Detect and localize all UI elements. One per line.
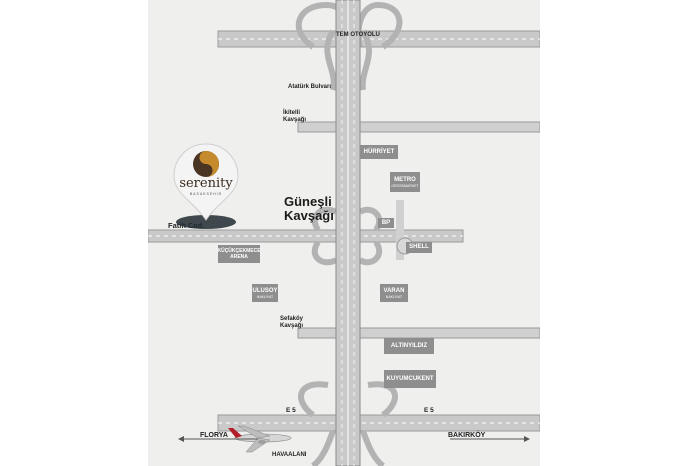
ikitelli-road: [297, 121, 540, 133]
e5-interchange: [298, 381, 398, 466]
sefakoy-label: Sefaköy Kavşağı: [280, 316, 304, 329]
map-background: TEM OTOYOLU Atatürk Bulvarı İkitelli Kav…: [148, 0, 540, 466]
serenity-logo-sub: BASAKSEHIR: [189, 192, 223, 196]
airplane-icon: [228, 425, 292, 453]
e5-right-label: E 5: [424, 407, 434, 414]
altinyildiz-box: ALTINYILDIZ: [384, 338, 434, 354]
serenity-logo-text: serenity: [179, 176, 233, 191]
ataturk-label: Atatürk Bulvarı: [288, 84, 332, 90]
location-pin-icon: [173, 143, 239, 229]
bakirkoy-label: BAKIRKÖY: [448, 432, 486, 439]
kuyumcukent-box: KUYUMCUKENT: [384, 370, 436, 388]
havaalani-label: HAVAALANI: [272, 452, 307, 458]
shell-box: SHELL: [406, 242, 432, 253]
e5-left-label: E 5: [286, 407, 296, 414]
arena-box: KÜÇÜKÇEKMECE ARENA: [217, 245, 261, 263]
sefakoy-road: [297, 327, 540, 339]
ikitelli-label: İkitelli Kavşağı: [283, 110, 307, 123]
gunesli-label: Güneşli Kavşağı: [284, 194, 334, 223]
tem-label: TEM OTOYOLU: [336, 32, 380, 38]
hurriyet-box: HÜRRİYET: [360, 145, 398, 159]
gunesli-interchange: [311, 206, 383, 266]
direction-arrows: [178, 436, 530, 442]
florya-label: FLORYA: [200, 432, 228, 439]
road-network: [148, 0, 540, 466]
bp-box: BP: [378, 218, 394, 228]
